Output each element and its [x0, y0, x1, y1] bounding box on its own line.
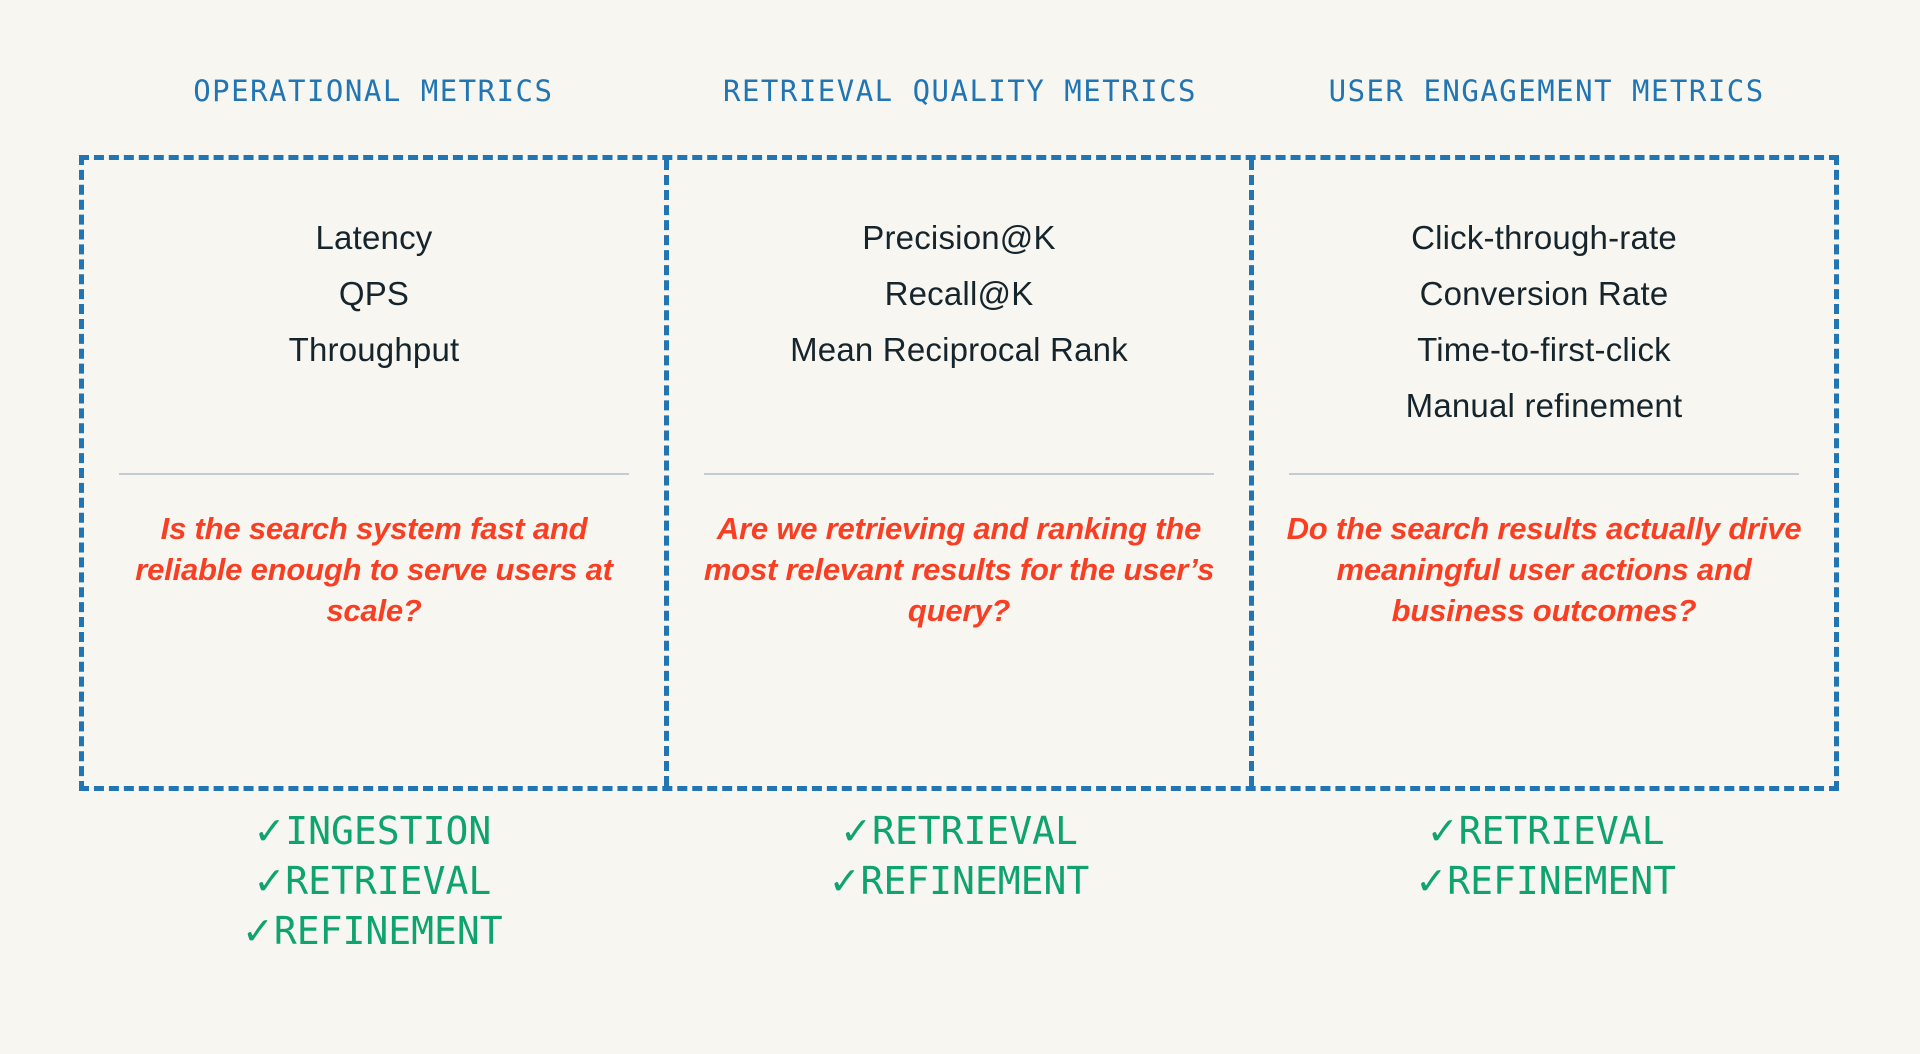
column-header-operational: OPERATIONAL METRICS: [193, 74, 554, 108]
metric-item: Manual refinement: [1405, 387, 1683, 424]
metric-list-user-engagement: Click-through-rate Conversion Rate Time-…: [1254, 210, 1834, 434]
stage-item: ✓RETRIEVAL: [840, 806, 1078, 856]
metric-item: Mean Reciprocal Rank: [790, 331, 1128, 368]
column-user-engagement: Click-through-rate Conversion Rate Time-…: [1249, 160, 1834, 786]
check-icon: ✓: [1415, 859, 1448, 903]
metric-item: QPS: [338, 275, 410, 312]
stage-label: REFINEMENT: [860, 859, 1090, 903]
metric-item: Time-to-first-click: [1417, 331, 1671, 368]
section-divider: [1254, 473, 1834, 475]
column-operational: Latency QPS Throughput Is the search sys…: [84, 160, 664, 786]
check-icon: ✓: [253, 809, 286, 853]
check-icon: ✓: [253, 859, 286, 903]
metric-item: Recall@K: [884, 275, 1034, 312]
stage-label: INGESTION: [285, 809, 492, 853]
stage-list-operational: ✓INGESTION ✓RETRIEVAL ✓REFINEMENT: [79, 806, 666, 956]
check-icon: ✓: [840, 809, 872, 853]
column-retrieval-quality: Precision@K Recall@K Mean Reciprocal Ran…: [664, 160, 1249, 786]
column-headers: OPERATIONAL METRICS RETRIEVAL QUALITY ME…: [80, 74, 1840, 108]
stage-checklists: ✓INGESTION ✓RETRIEVAL ✓REFINEMENT ✓RETRI…: [79, 806, 1839, 956]
stage-item: ✓INGESTION: [253, 806, 491, 856]
stage-label: RETRIEVAL: [285, 859, 492, 903]
column-header-retrieval-quality: RETRIEVAL QUALITY METRICS: [723, 74, 1197, 108]
metric-item: Click-through-rate: [1411, 219, 1677, 256]
stage-label: RETRIEVAL: [871, 809, 1078, 853]
check-icon: ✓: [828, 859, 861, 903]
metric-item: Throughput: [288, 331, 460, 368]
metric-item: Latency: [315, 219, 433, 256]
stage-list-user-engagement: ✓RETRIEVAL ✓REFINEMENT: [1252, 806, 1839, 956]
stage-list-retrieval-quality: ✓RETRIEVAL ✓REFINEMENT: [666, 806, 1253, 956]
stage-item: ✓REFINEMENT: [242, 906, 503, 956]
metric-item: Conversion Rate: [1419, 275, 1669, 312]
check-icon: ✓: [242, 909, 274, 953]
column-question-operational: Is the search system fast and reliable e…: [135, 511, 613, 628]
metric-item: Precision@K: [862, 219, 1056, 256]
section-divider: [84, 473, 664, 475]
stage-item: ✓RETRIEVAL: [253, 856, 491, 906]
metrics-board: Latency QPS Throughput Is the search sys…: [79, 155, 1839, 791]
column-question-user-engagement: Do the search results actually drive mea…: [1286, 511, 1802, 628]
stage-item: ✓REFINEMENT: [829, 856, 1090, 906]
section-divider: [669, 473, 1249, 475]
stage-item: ✓RETRIEVAL: [1427, 806, 1665, 856]
metric-list-operational: Latency QPS Throughput: [84, 210, 664, 378]
stage-label: REFINEMENT: [273, 909, 503, 953]
column-question-retrieval-quality: Are we retrieving and ranking the most r…: [703, 511, 1215, 628]
column-header-user-engagement: USER ENGAGEMENT METRICS: [1328, 74, 1765, 108]
stage-item: ✓REFINEMENT: [1415, 856, 1676, 906]
stage-label: RETRIEVAL: [1458, 809, 1665, 853]
stage-label: REFINEMENT: [1447, 859, 1676, 903]
check-icon: ✓: [1426, 809, 1459, 853]
metric-list-retrieval-quality: Precision@K Recall@K Mean Reciprocal Ran…: [669, 210, 1249, 378]
